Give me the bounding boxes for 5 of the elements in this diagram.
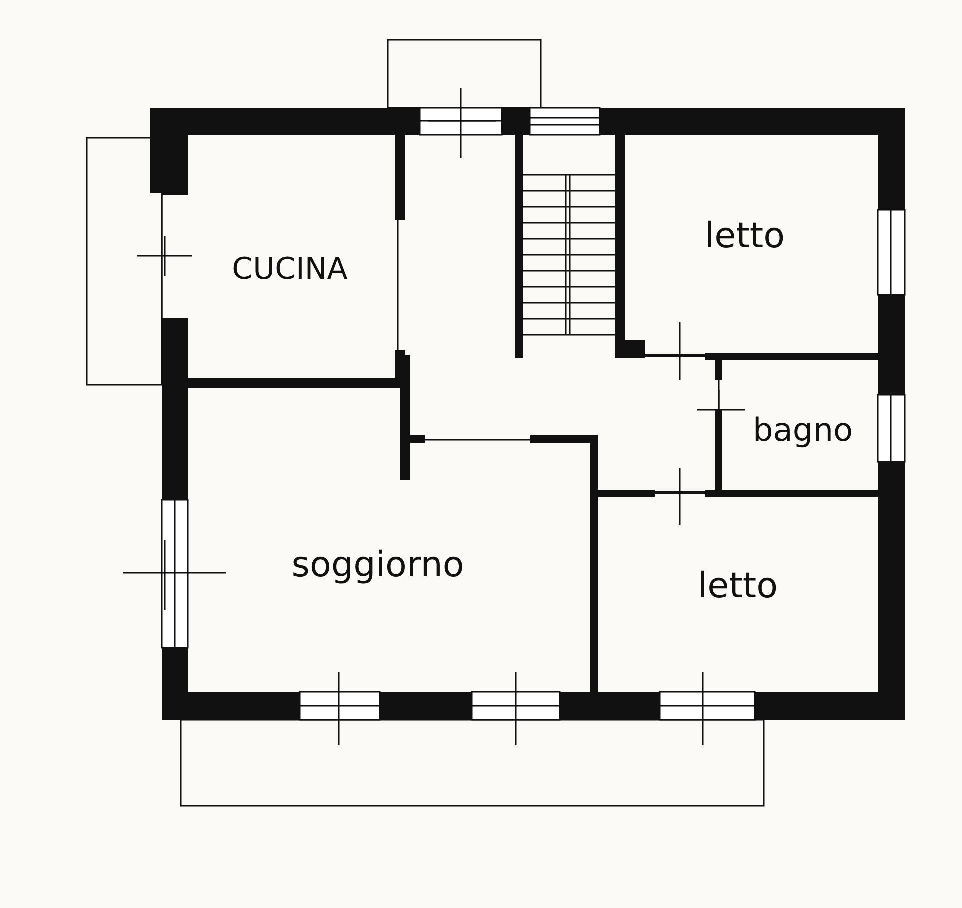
room-label: letto xyxy=(698,570,778,604)
room-label: letto xyxy=(704,220,786,254)
room-label: CUCINA xyxy=(232,255,348,285)
room-label: bagno xyxy=(752,414,854,446)
room-label: soggiorno xyxy=(292,548,464,584)
